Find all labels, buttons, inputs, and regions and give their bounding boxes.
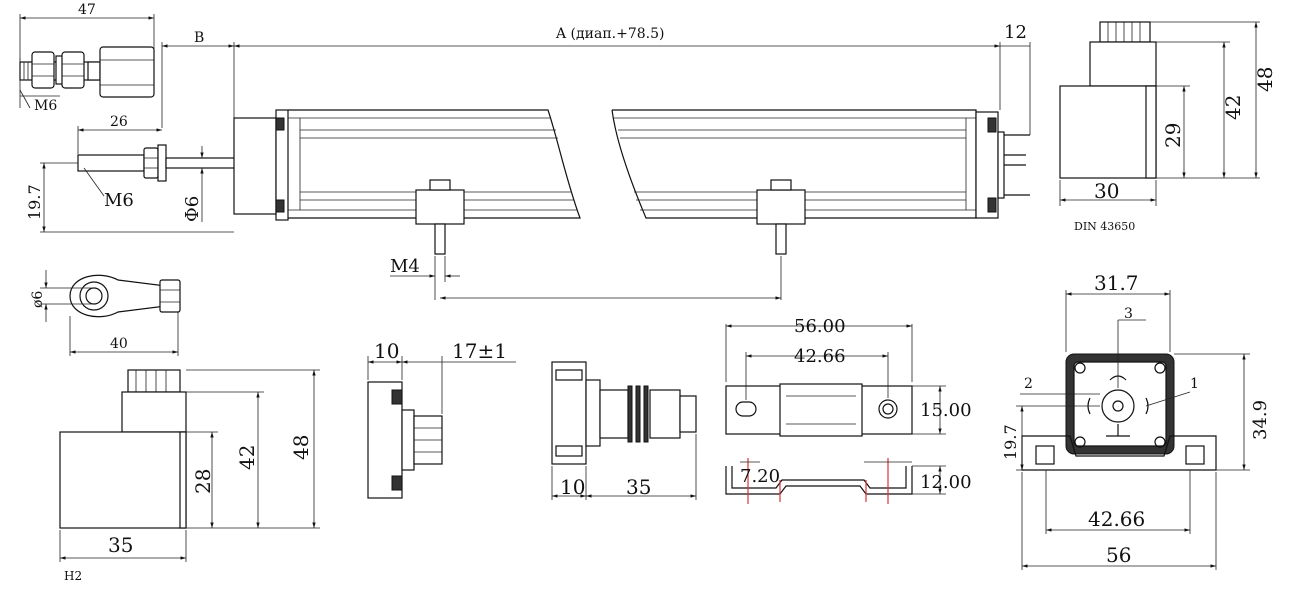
dim-48-right-label: 48 [1253, 67, 1277, 92]
pin-3-label: 3 [1124, 306, 1133, 322]
dim-42-66-bottom-label: 42.66 [1088, 507, 1145, 531]
dim-56-bottom-label: 56 [1106, 543, 1131, 567]
rod-end-top-view [19, 14, 155, 109]
dim-15-00-label: 15.00 [920, 400, 972, 421]
dim-m6-top-label: M6 [34, 98, 57, 114]
dim-34-9-label: 34.9 [1250, 400, 1271, 440]
dim-10-conn-label: 10 [374, 339, 399, 363]
dim-48-h2-label: 48 [289, 435, 313, 460]
pin-1-label: 1 [1190, 376, 1199, 392]
pin-2-label: 2 [1024, 376, 1033, 392]
dim-42-66-top-label: 42.66 [794, 346, 846, 367]
dim-40-label: 40 [110, 336, 128, 352]
dim-m4-label: M4 [390, 256, 420, 277]
m12-connector [551, 361, 697, 500]
dim-12-top-label: 12 [1004, 22, 1027, 43]
dim-29-right-label: 29 [1161, 123, 1185, 148]
dim-10-m12-label: 10 [560, 475, 585, 499]
dim-30-right-label: 30 [1094, 179, 1119, 203]
sensor-main-body [40, 42, 1031, 300]
dim-17-conn-label: 17±1 [452, 339, 507, 363]
dim-31-7-label: 31.7 [1094, 271, 1139, 295]
dim-26-label: 26 [110, 114, 128, 130]
h2-label: H2 [64, 569, 82, 583]
dim-7-20-label: 7.20 [740, 466, 780, 487]
mounting-bracket-top-view [725, 324, 946, 437]
dim-56-00-label: 56.00 [794, 316, 846, 337]
mounting-bracket-side-view [725, 458, 946, 504]
sensor-end-view [1016, 290, 1250, 570]
dim-42-h2-label: 42 [235, 445, 259, 470]
dim-35-m12-label: 35 [626, 475, 651, 499]
din-connector-side-view [1059, 21, 1260, 206]
dim-19-7-right-label: 19.7 [1001, 424, 1020, 460]
dim-a-label: A (диап.+78.5) [555, 26, 664, 42]
dim-phi6-eye-label: ø6 [30, 291, 46, 308]
h2-connector-view [59, 369, 320, 562]
dim-m6-mid-label: M6 [104, 190, 134, 211]
dim-phi6-mid-label: Φ6 [182, 196, 203, 222]
dim-47-label: 47 [78, 2, 96, 18]
dim-b-label: B [194, 30, 204, 46]
dim-28-h2-label: 28 [191, 469, 215, 494]
dim-35-h2-label: 35 [108, 533, 133, 557]
dim-19-7-left-label: 19.7 [25, 184, 44, 220]
din-43650-label: DIN 43650 [1074, 220, 1135, 233]
dim-12-00-label: 12.00 [920, 472, 972, 493]
dim-42-right-label: 42 [1221, 95, 1245, 120]
eye-rod-end [40, 270, 181, 356]
cable-gland-connector [367, 356, 516, 499]
